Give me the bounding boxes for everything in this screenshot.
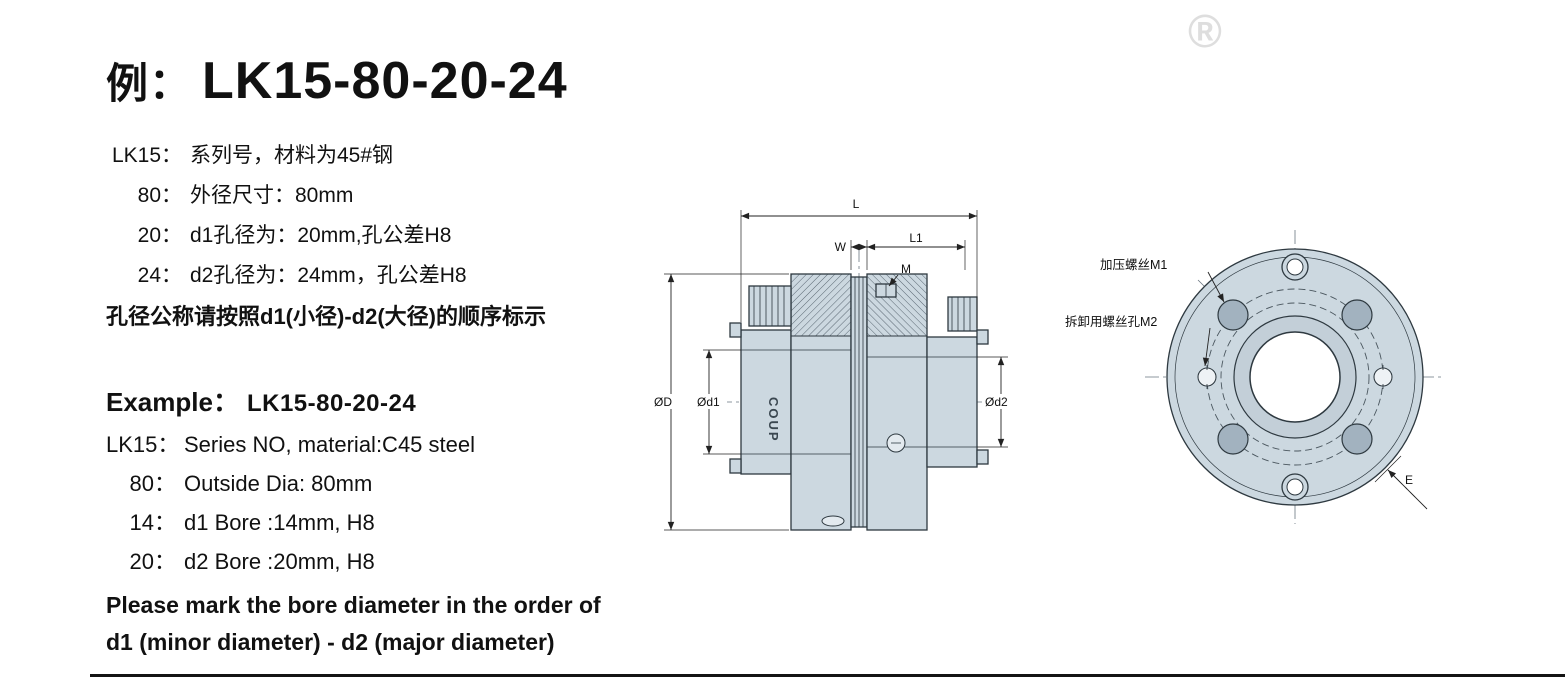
example-heading-model: LK15-80-20-24 <box>246 390 417 417</box>
hub-slot-detail <box>821 515 845 527</box>
cn-spec-row-outside-dia: 80： 外径尺寸：80mm <box>106 176 646 216</box>
cn-spec-text: d1孔径为：20mm,孔公差H8 <box>190 224 452 247</box>
right-clamp-bolt-bottom <box>976 449 989 465</box>
en-spec-key: LK15： <box>106 432 180 457</box>
cn-spec-text: d2孔径为：24mm，孔公差H8 <box>190 264 467 287</box>
front-view-svg: 加压螺丝M1 拆卸用螺丝孔M2 E <box>1065 230 1445 524</box>
dim-W-label: W <box>835 240 847 254</box>
example-heading-prefix: Example： <box>106 387 239 417</box>
cn-order-note: 孔径公称请按照d1(小径)-d2(大径)的顺序标示 <box>106 304 546 329</box>
en-spec-row-series: LK15： Series NO, material:C45 steel <box>106 425 666 464</box>
label-pressing-screw-m1: 加压螺丝M1 <box>1100 258 1167 272</box>
left-clamp-bolt-bottom <box>729 458 742 474</box>
brand-text-vertical: COUP <box>766 397 781 443</box>
en-spec-text: Series NO, material:C45 steel <box>184 432 475 457</box>
cn-spec-key: 20： <box>137 224 182 247</box>
left-clamp-bolt-top <box>729 322 742 338</box>
spec-block-english: Example： LK15-80-20-24 LK15： Series NO, … <box>106 382 666 661</box>
dim-L-label: L <box>853 197 860 211</box>
coupling-front-view-drawing: 加压螺丝M1 拆卸用螺丝孔M2 E <box>1060 222 1520 602</box>
en-spec-row-d2-bore: 20： d2 Bore :20mm, H8 <box>106 542 666 581</box>
dim-L1-label: L1 <box>909 231 923 245</box>
cn-spec-text: 外径尺寸：80mm <box>190 184 354 207</box>
removal-screw-holes-m2 <box>1197 365 1393 389</box>
right-clamp-bolt-top <box>976 329 989 345</box>
registered-trademark-watermark: ® <box>1188 5 1222 57</box>
right-hub <box>866 273 989 531</box>
callout-m2: 拆卸用螺丝孔M2 <box>1065 314 1211 367</box>
dimension-OD: ØD <box>652 273 789 531</box>
cn-spec-key: 80： <box>137 184 182 207</box>
en-spec-row-outside-dia: 80： Outside Dia: 80mm <box>106 464 666 503</box>
cn-spec-row-series: LK15： 系列号，材料为45#钢 <box>106 136 646 176</box>
dim-Od2-label: Ød2 <box>985 395 1008 409</box>
coupling-side-section-drawing: L W L1 M ØD <box>648 192 1028 552</box>
balancing-holes <box>1281 253 1309 501</box>
example-heading: Example： LK15-80-20-24 <box>106 382 666 419</box>
dim-OD-label: ØD <box>654 395 672 409</box>
center-clamp-screw <box>875 283 897 298</box>
en-spec-text: d1 Bore :14mm, H8 <box>184 510 375 535</box>
dim-Od1-label: Ød1 <box>697 395 720 409</box>
en-order-note-line1: Please mark the bore diameter in the ord… <box>106 592 601 618</box>
label-removal-screw-hole-m2: 拆卸用螺丝孔M2 <box>1065 314 1157 329</box>
disc-pack <box>850 276 868 528</box>
page-title: 例： LK15-80-20-24 <box>106 50 568 111</box>
bottom-border-line <box>90 674 1565 677</box>
right-thread-section <box>947 296 978 332</box>
title-model-number: LK15-80-20-24 <box>202 52 568 110</box>
cn-spec-key: LK15： <box>111 144 182 167</box>
en-spec-text: Outside Dia: 80mm <box>184 471 373 496</box>
spec-block-chinese: LK15： 系列号，材料为45#钢 80： 外径尺寸：80mm 20： d1孔径… <box>106 136 646 334</box>
dimension-E: E <box>1374 455 1428 510</box>
dimension-L: L <box>740 197 978 328</box>
cn-spec-row-d2-bore: 24： d2孔径为：24mm，孔公差H8 <box>106 256 646 296</box>
dimension-W-L1: W L1 <box>835 231 966 270</box>
dim-M-label: M <box>901 262 911 276</box>
en-spec-text: d2 Bore :20mm, H8 <box>184 549 375 574</box>
cn-spec-key: 24： <box>137 264 182 287</box>
dim-E-label: E <box>1405 473 1413 487</box>
center-bore <box>1249 331 1341 423</box>
dimension-Od2: Ød2 <box>977 356 1017 448</box>
dimension-M: M <box>888 262 911 287</box>
dimension-Od1: Ød1 <box>695 349 741 455</box>
left-thread-section <box>748 285 792 327</box>
cn-spec-row-d1-bore: 20： d1孔径为：20mm,孔公差H8 <box>106 216 646 256</box>
title-prefix-cn: 例： <box>106 60 193 107</box>
side-view-svg: L W L1 M ØD <box>652 197 1017 531</box>
en-spec-key: 80： <box>129 471 176 496</box>
pressing-screws-m1 <box>1217 299 1373 455</box>
en-spec-row-d1-bore: 14： d1 Bore :14mm, H8 <box>106 503 666 542</box>
left-hub <box>729 273 852 531</box>
en-order-note-line2: d1 (minor diameter) - d2 (major diameter… <box>106 629 555 655</box>
cn-spec-text: 系列号，材料为45#钢 <box>190 144 394 167</box>
en-spec-key: 14： <box>129 510 176 535</box>
en-spec-key: 20： <box>129 549 176 574</box>
callout-m1: 加压螺丝M1 <box>1100 258 1225 303</box>
